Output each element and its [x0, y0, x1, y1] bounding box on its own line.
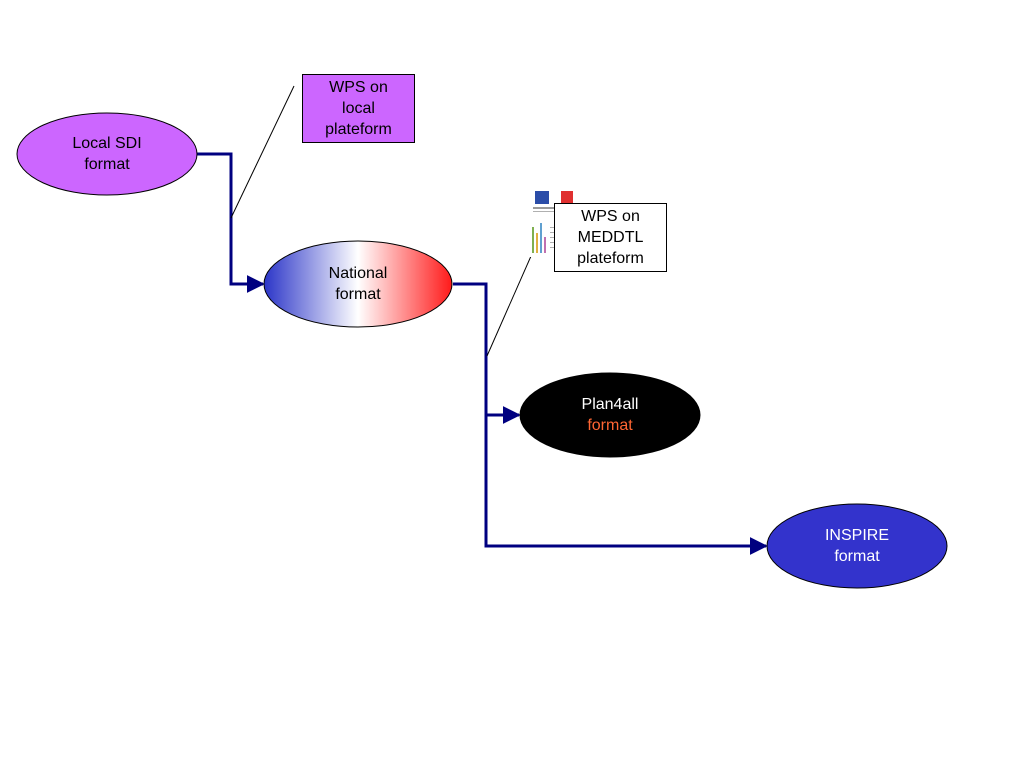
connector-local-to-national: [197, 152, 265, 293]
node-plan4all-label: Plan4all format: [520, 373, 700, 457]
node-inspire-line1: INSPIRE: [824, 527, 889, 544]
connector-national-to-inspire: [484, 415, 768, 555]
callout-wps-meddtl-line1: WPS on: [581, 208, 640, 225]
callout-wps-local-line1: WPS on: [329, 79, 388, 96]
callout-wps-meddtl-line3: plateform: [577, 250, 644, 267]
node-plan4all-line1: Plan4all: [581, 396, 639, 413]
node-inspire[interactable]: [766, 503, 948, 589]
callout-wps-local-line3: plateform: [325, 121, 392, 138]
node-local-sdi-line2: format: [84, 156, 130, 173]
node-national[interactable]: [263, 240, 453, 328]
node-plan4all-line2: format: [587, 417, 633, 434]
node-plan4all[interactable]: [519, 372, 701, 458]
callout-wps-meddtl: WPS on MEDDTL plateform: [554, 203, 667, 272]
callout-pointer-local: [230, 85, 295, 219]
node-national-line2: format: [335, 286, 381, 303]
node-national-label: National format: [264, 241, 452, 327]
node-inspire-label: INSPIRE format: [767, 504, 947, 588]
node-local-sdi-label: Local SDI format: [17, 113, 197, 195]
connector-national-to-plan4all: [453, 282, 521, 424]
callout-wps-local: WPS on local plateform: [302, 74, 415, 143]
node-local-sdi-line1: Local SDI: [72, 135, 142, 152]
node-inspire-line2: format: [834, 548, 880, 565]
callout-wps-meddtl-line2: MEDDTL: [577, 229, 644, 246]
callout-wps-local-line2: local: [342, 100, 375, 117]
node-local-sdi[interactable]: [16, 112, 198, 196]
node-national-line1: National: [328, 265, 388, 282]
